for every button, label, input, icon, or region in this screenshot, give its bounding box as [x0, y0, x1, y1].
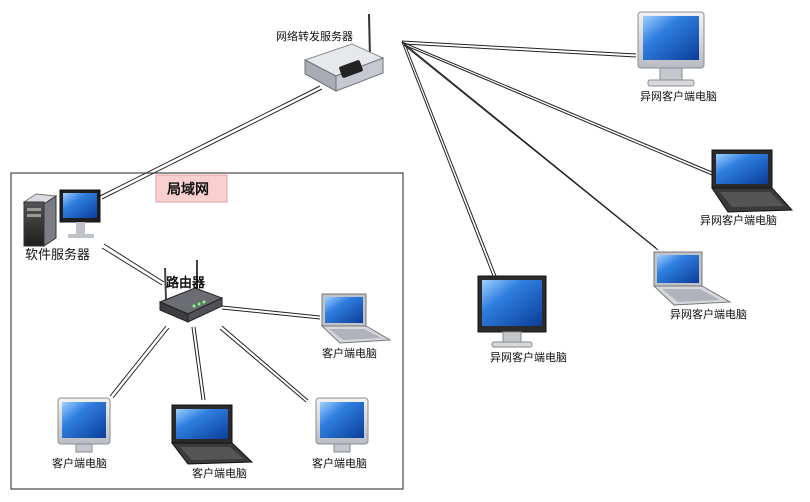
link-router-to-local-2	[109, 325, 170, 399]
remote-client-1-monitor-icon	[637, 11, 705, 87]
software-server-label: 软件服务器	[25, 247, 90, 263]
link-router-to-local-4	[219, 325, 309, 403]
local-client-3-label: 客户端电脑	[192, 466, 247, 480]
local-client-1-laptop-icon	[320, 293, 392, 344]
lan-title: 局域网	[167, 181, 209, 198]
local-client-4-label: 客户端电脑	[312, 456, 367, 470]
links	[99, 40, 713, 403]
lan-title-box: 局域网	[155, 174, 228, 203]
link-router-to-local-1	[221, 305, 321, 320]
remote-client-2-laptop-icon	[711, 149, 794, 213]
remote-client-1-label: 异网客户端电脑	[640, 89, 717, 103]
remote-client-4-monitor-icon	[477, 275, 547, 348]
software-server-icon	[22, 189, 101, 247]
remote-client-2-label: 异网客户端电脑	[700, 213, 777, 227]
local-client-1-label: 客户端电脑	[322, 346, 377, 360]
local-client-4-monitor-icon	[315, 397, 369, 453]
remote-client-3-label: 异网客户端电脑	[670, 307, 747, 321]
link-forward-to-remote-2	[401, 41, 713, 176]
local-client-2-monitor-icon	[57, 397, 111, 453]
local-client-3-laptop-icon	[170, 404, 254, 465]
lan-boundary	[10, 172, 404, 490]
link-software-server-to-router	[101, 243, 165, 286]
link-forward-to-remote-3	[401, 41, 659, 251]
link-forward-to-remote-1	[401, 40, 637, 58]
link-forward-to-software-server	[99, 85, 323, 200]
link-router-to-local-3	[191, 326, 206, 401]
router-icon	[158, 260, 224, 323]
local-client-2-label: 客户端电脑	[52, 456, 107, 470]
router-label: 路由器	[166, 275, 206, 291]
forward-server-label: 网络转发服务器	[276, 29, 353, 43]
forward-server-icon	[303, 13, 385, 92]
remote-client-4-label: 异网客户端电脑	[490, 350, 567, 364]
link-forward-to-remote-4	[401, 41, 497, 277]
remote-client-3-laptop-icon	[652, 251, 732, 306]
